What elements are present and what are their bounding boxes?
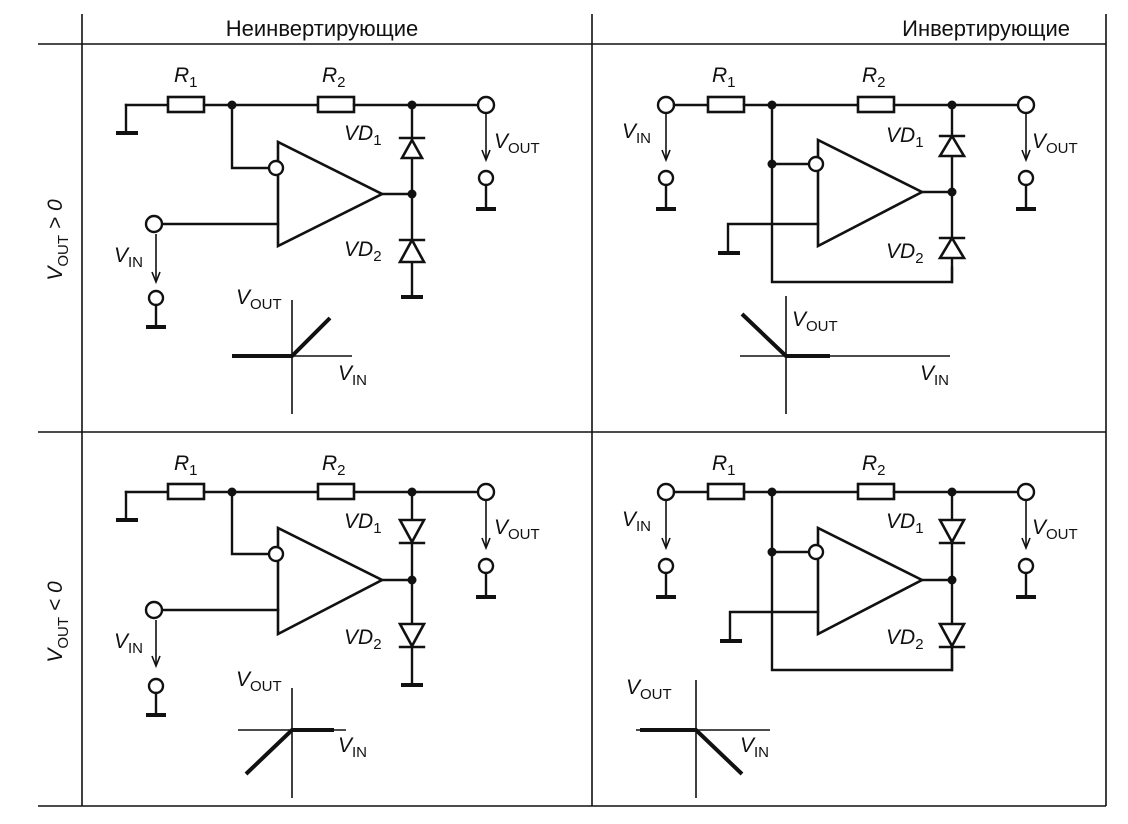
svg-text:R2: R2	[322, 452, 346, 479]
op-amp	[816, 137, 925, 249]
diode-vd1	[397, 518, 427, 545]
row-label-vout-negative: VOUT < 0	[44, 581, 72, 663]
diode-vd1	[937, 518, 967, 545]
circuit-inverting-negative: R1 R2 VD1 VD2 VOUT VIN VOUT VIN	[622, 452, 1078, 798]
svg-text:VD1: VD1	[344, 510, 382, 537]
svg-text:VOUT: VOUT	[236, 668, 282, 695]
svg-text:VD1: VD1	[344, 122, 382, 149]
svg-text:VIN: VIN	[622, 508, 651, 535]
vin-terminal	[656, 95, 676, 115]
svg-text:VD2: VD2	[344, 626, 382, 653]
svg-text:R2: R2	[322, 64, 346, 91]
circuit-noninverting-negative: R1 R2 VD1 VD2 VOUT VIN VOUT VIN	[114, 452, 540, 798]
op-amp	[276, 525, 385, 637]
svg-text:R1: R1	[712, 452, 736, 479]
svg-text:VIN: VIN	[338, 362, 367, 389]
diode-vd1	[399, 137, 425, 160]
svg-text:VOUT: VOUT	[1032, 516, 1078, 543]
vin-terminal	[144, 600, 164, 620]
svg-text:VD2: VD2	[344, 238, 382, 265]
svg-text:R2: R2	[862, 452, 886, 479]
svg-text:VOUT: VOUT	[236, 286, 282, 313]
svg-text:VD2: VD2	[886, 240, 924, 267]
circuit-inverting-positive: R1 R2 VD1 VD2 VOUT VIN VOUT VIN	[622, 64, 1078, 414]
vout-terminal	[476, 95, 496, 115]
resistor-r1	[706, 482, 746, 501]
op-amp	[816, 525, 925, 637]
vin-terminal	[656, 482, 676, 502]
diode-vd2	[397, 237, 427, 264]
svg-text:R2: R2	[862, 64, 886, 91]
diode-vd2	[937, 235, 967, 260]
resistor-r2	[316, 95, 356, 114]
svg-text:VD1: VD1	[886, 510, 924, 537]
resistor-r2	[856, 482, 896, 501]
svg-text:VOUT: VOUT	[494, 130, 540, 157]
vout-terminal	[1016, 482, 1036, 502]
diode-vd2	[937, 622, 967, 649]
svg-text:VOUT: VOUT	[792, 308, 838, 335]
svg-text:R1: R1	[712, 64, 736, 91]
svg-text:VIN: VIN	[740, 734, 769, 761]
vout-terminal	[1016, 95, 1036, 115]
resistor-r2	[856, 95, 896, 114]
svg-text:VOUT: VOUT	[626, 676, 672, 703]
svg-text:VIN: VIN	[920, 362, 949, 389]
circuit-noninverting-positive: R1 R2 VD1 VD2 VOUT VIN VOUT VIN	[114, 64, 540, 414]
svg-text:VD2: VD2	[886, 626, 924, 653]
svg-text:VOUT < 0: VOUT < 0	[44, 581, 72, 663]
resistor-r1	[706, 95, 746, 114]
diode-vd2	[397, 622, 427, 649]
table-grid	[38, 14, 1107, 807]
vin-terminal	[144, 214, 164, 234]
svg-text:VOUT: VOUT	[494, 516, 540, 543]
svg-text:VOUT: VOUT	[1032, 130, 1078, 157]
svg-text:VD1: VD1	[886, 124, 924, 151]
resistor-r1	[166, 95, 206, 114]
svg-text:VIN: VIN	[114, 630, 143, 657]
row-label-vout-positive: VOUT > 0	[44, 199, 72, 281]
vout-terminal	[476, 482, 496, 502]
svg-text:VIN: VIN	[338, 734, 367, 761]
svg-text:R1: R1	[174, 64, 198, 91]
svg-text:VIN: VIN	[622, 120, 651, 147]
svg-text:R1: R1	[174, 452, 198, 479]
diode-vd1	[937, 133, 967, 158]
column-header-inverting: Инвертирующие	[902, 16, 1070, 41]
resistor-r2	[316, 482, 356, 501]
op-amp	[276, 139, 385, 249]
resistor-r1	[166, 482, 206, 501]
svg-text:VIN: VIN	[114, 244, 143, 271]
svg-text:VOUT > 0: VOUT > 0	[44, 199, 72, 281]
column-header-noninverting: Неинвертирующие	[226, 16, 418, 41]
